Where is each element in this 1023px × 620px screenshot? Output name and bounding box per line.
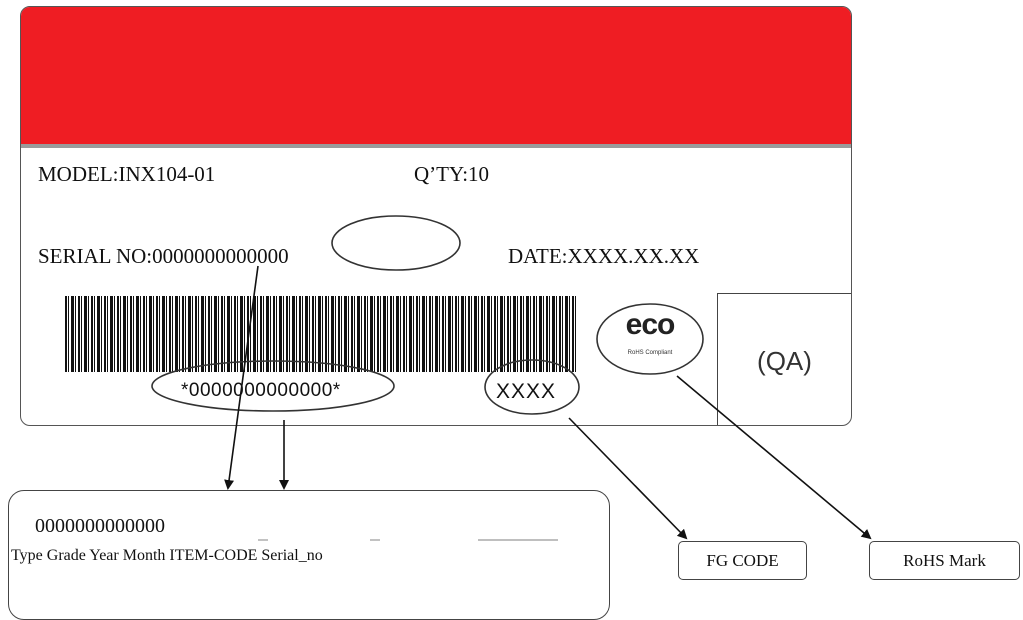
- rohs-mark-callout: RoHS Mark: [869, 541, 1020, 580]
- eco-logo-text: eco: [625, 308, 676, 341]
- qty-text: Q’TY:10: [414, 162, 490, 186]
- model-text: MODEL:INX104-01: [38, 162, 216, 186]
- eco-rohs-logo: eco RoHS Compliant: [590, 306, 710, 376]
- date-text: DATE:XXXX.XX.XX: [508, 244, 700, 268]
- barcode-human-readable: *0000000000000*: [181, 380, 341, 401]
- rohs-compliant-text: RoHS Compliant: [627, 350, 673, 356]
- red-header-band: [21, 7, 851, 148]
- serial-digits-text: 0000000000000: [35, 515, 165, 537]
- serial-format-box: 0000000000000 Type Grade Year Month ITEM…: [8, 490, 610, 620]
- fg-code-callout: FG CODE: [678, 541, 807, 580]
- qa-mark: (QA): [717, 293, 851, 425]
- barcode: [65, 296, 576, 372]
- serial-number-text: SERIAL NO:0000000000000: [38, 244, 289, 268]
- product-label: MODEL:INX104-01 Q’TY:10 SERIAL NO:000000…: [20, 6, 852, 426]
- fg-code-value: XXXX: [496, 380, 557, 403]
- serial-fields-text: Type Grade Year Month ITEM-CODE Serial_n…: [11, 547, 323, 564]
